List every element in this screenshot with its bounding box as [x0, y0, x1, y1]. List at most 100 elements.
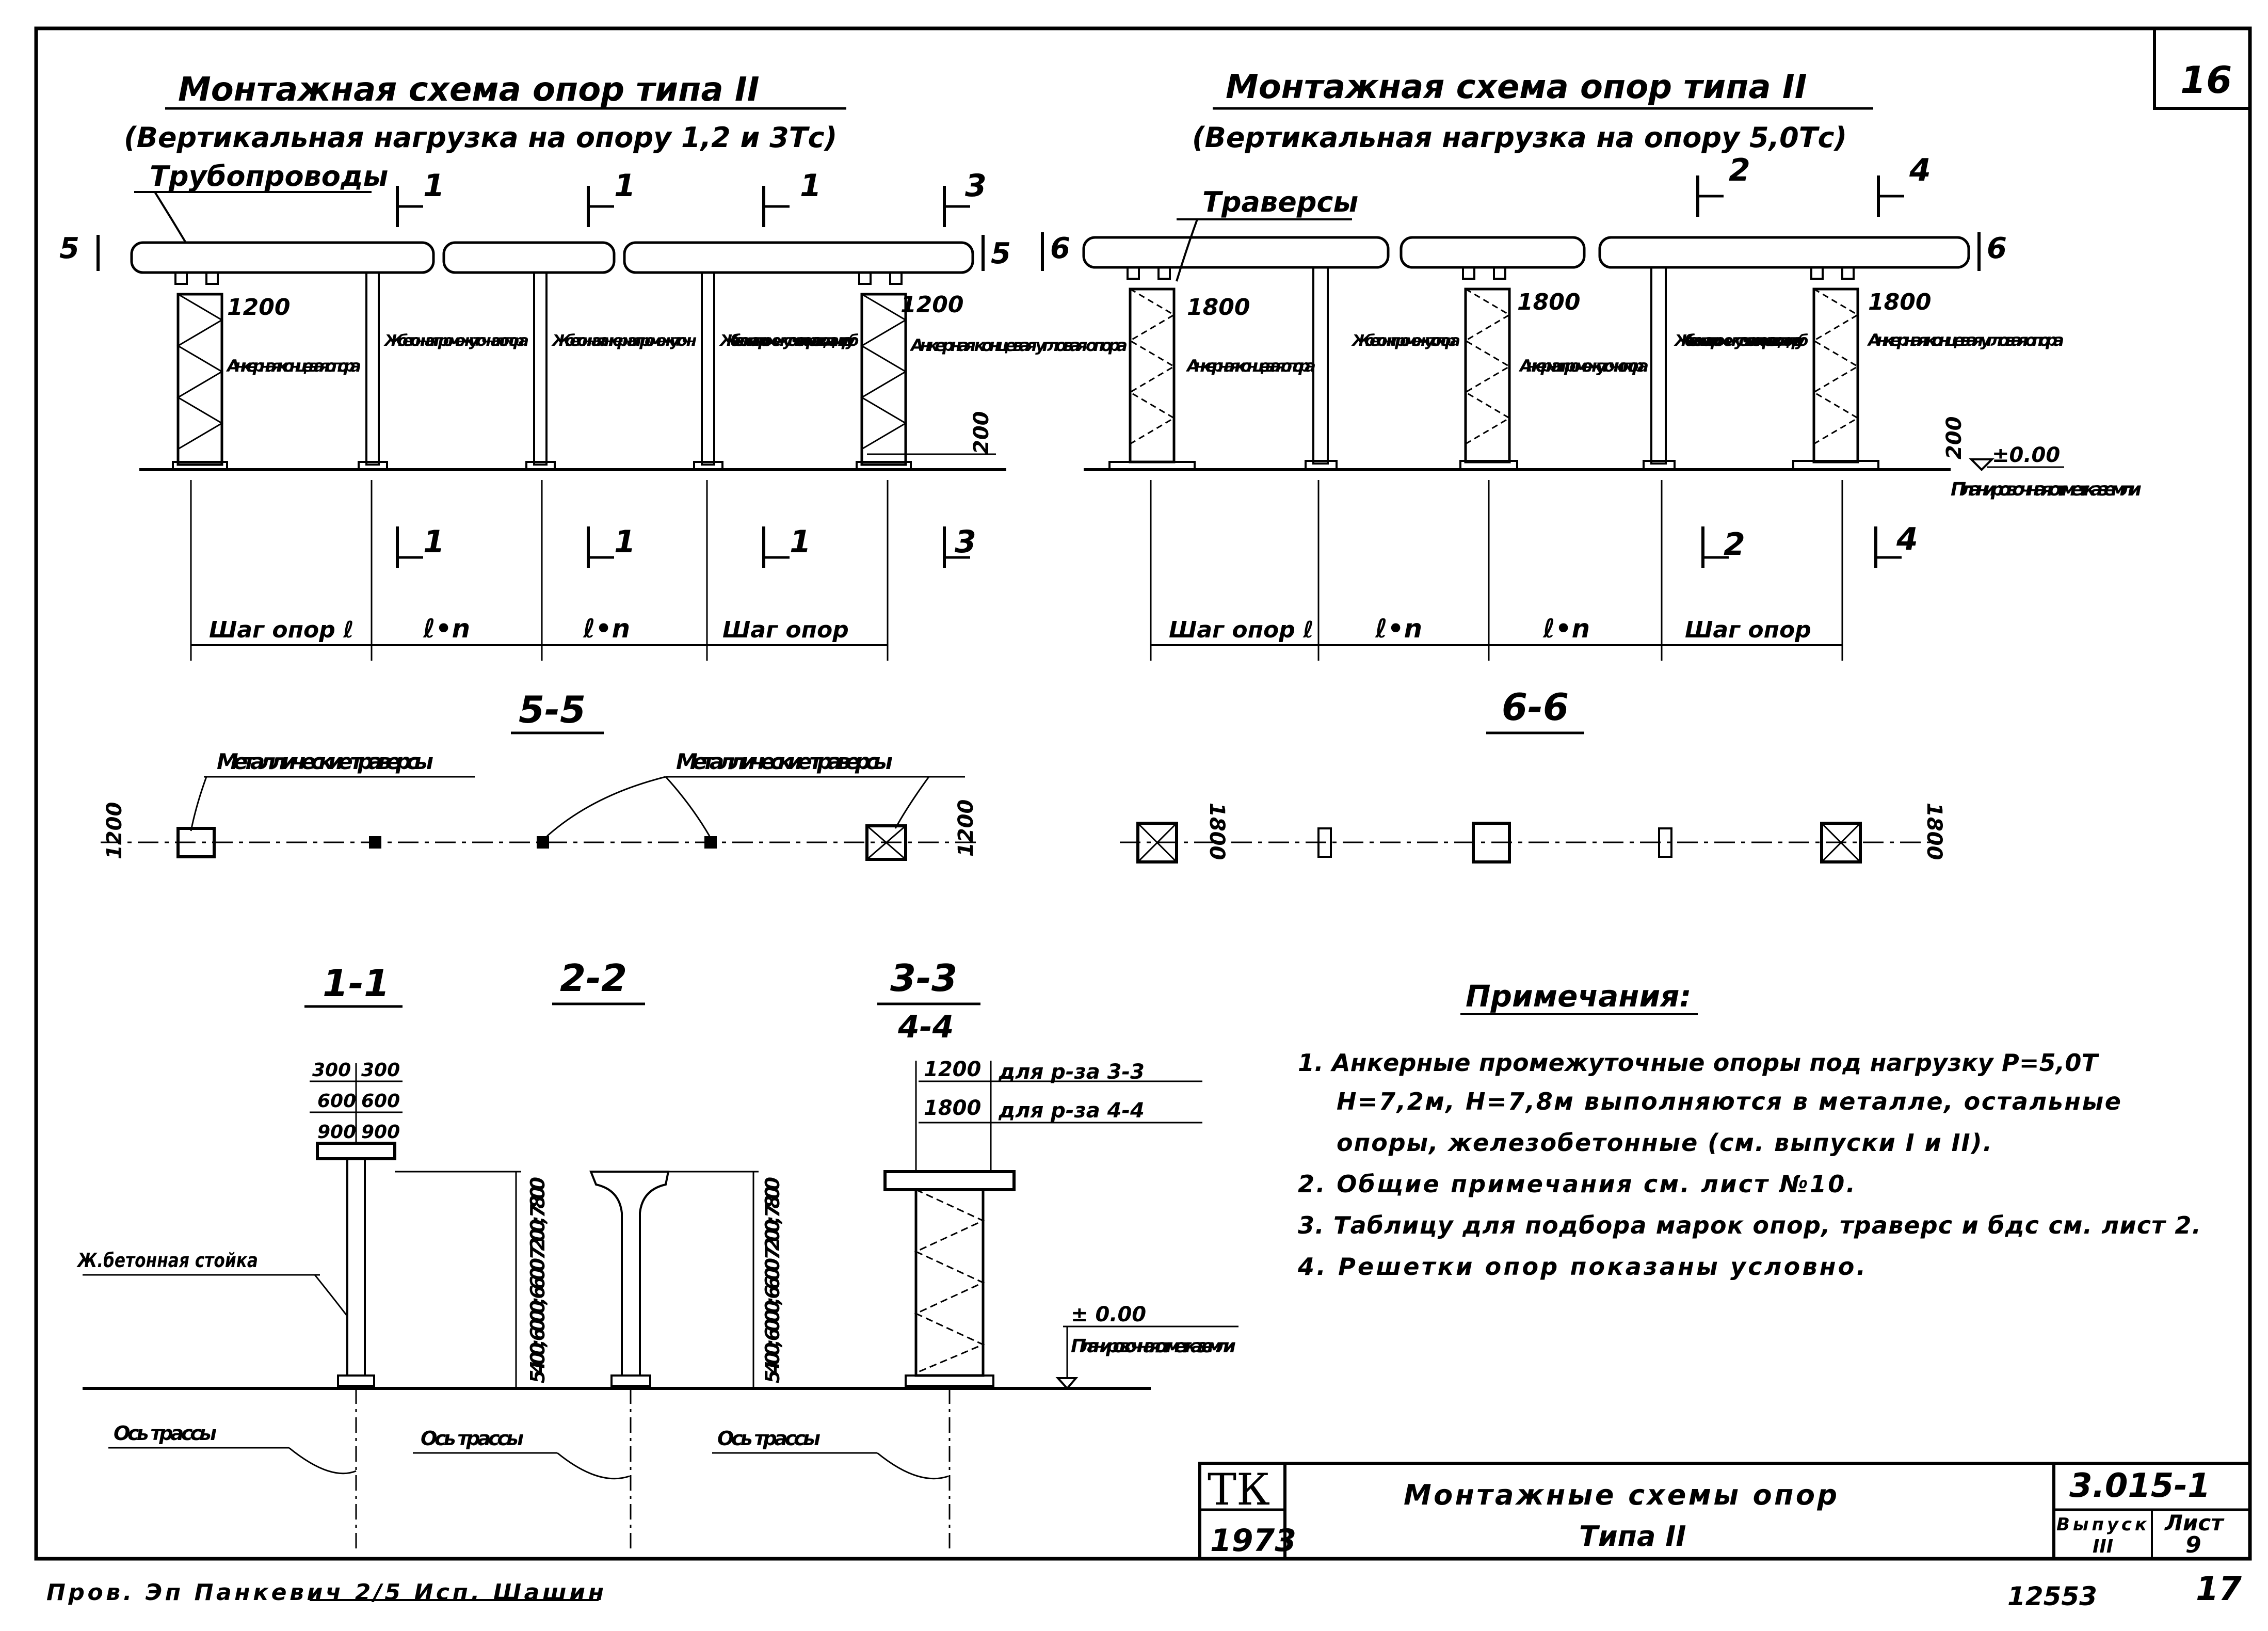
page-number: 16: [2180, 58, 2232, 102]
dim-1800: 1800: [1922, 803, 1946, 860]
pipe-segment: [130, 241, 435, 274]
dim-1800: 1800: [924, 1096, 981, 1120]
span-label: ℓ•n: [423, 614, 470, 644]
span-dimension: Шаг опор ℓ ℓ•n ℓ•n Шаг опор: [1150, 480, 1843, 661]
lattice-support: [1108, 266, 1196, 471]
section-mark: 4: [1896, 521, 1918, 557]
org-code: ТК: [1208, 1464, 1270, 1515]
ground-label: Планировочная отметка земли: [1071, 1336, 1236, 1357]
note-line: 4. Решетки опор показаны условно.: [1297, 1253, 1865, 1281]
support-label: Анкерная концевая опора: [1185, 356, 1316, 376]
section-marks-bottom: 2 4: [1701, 521, 1918, 568]
page-number-box: 16: [2153, 28, 2250, 110]
section-mark: 3: [965, 168, 987, 204]
section-mark: 1: [800, 168, 822, 204]
end-mark-right: 5: [991, 237, 1011, 270]
top-left-scheme: Монтажная схема опор типа II (Вертикальн…: [59, 71, 1128, 661]
lattice-support: [172, 271, 228, 471]
section-mark: 2: [1724, 526, 1745, 563]
section-title: 1-1: [323, 962, 390, 1005]
section-mark: 1: [790, 524, 811, 560]
support-label: Ж.бетонная промежуточ-ная опора с отводо…: [1674, 332, 1809, 350]
height-values: 5400; 6000; 6600 7200; 7800: [761, 1177, 784, 1383]
width-value: 900: [317, 1122, 356, 1143]
section-mark: 1: [614, 524, 636, 560]
section-3-3: 3-3 4-4 1200 для р-за 3-3 1800 для р-за …: [702, 956, 1238, 1548]
title-block: ТК 1973 Монтажные схемы опор Типа II 3.0…: [1198, 1462, 2251, 1560]
span-label: ℓ•n: [1375, 614, 1422, 644]
title-line-1: Монтажные схемы опор: [1404, 1479, 1837, 1511]
concrete-column: [525, 271, 556, 471]
sheet-label: Лист: [2164, 1510, 2225, 1536]
section-marks-bottom: 1 1 1 3: [396, 524, 976, 568]
dim-1800: 1800: [1205, 803, 1229, 860]
section-subtitle: 4-4: [897, 1009, 954, 1045]
span-dimension: Шаг опор ℓ ℓ•n ℓ•n Шаг опор: [190, 480, 889, 661]
section-mark: 2: [1729, 152, 1750, 188]
support-label: Ж.бетонн промежут. опора: [1351, 332, 1460, 350]
section-5-5: 5-5 Металлические траверсы Металлические…: [101, 688, 980, 861]
traverse-label: Металлические траверсы: [217, 749, 433, 774]
lattice-support: [1792, 266, 1879, 471]
end-mark-left: 6: [1050, 232, 1070, 265]
level-mark: ± 0.00: [1071, 1303, 1146, 1326]
support-label: Анкерная концевая опора: [226, 356, 361, 376]
concrete-column: [358, 271, 388, 471]
dim-200: 200: [970, 411, 993, 455]
note-line: 1. Анкерные промежуточные опоры под нагр…: [1298, 1049, 2100, 1077]
top-right-subtitle: (Вертикальная нагрузка на опору 5,0Тс): [1192, 121, 1847, 154]
note-line: 3. Таблицу для подбора марок опор, траве…: [1298, 1211, 2201, 1239]
section-title: 6-6: [1502, 685, 1569, 729]
section-title: 2-2: [560, 956, 627, 1000]
support-labels: Анкерная концевая опора Ж.бетонная проме…: [226, 332, 1128, 376]
lattice-support: [856, 271, 912, 471]
span-label: ℓ•n: [1542, 614, 1590, 644]
note-line: 2. Общие примечания см. лист №10.: [1298, 1170, 1855, 1198]
dim-1800: 1800: [1517, 289, 1580, 315]
support-label: Ж.бетонная промежуточная опора: [383, 332, 529, 350]
bottom-page-number: 17: [2196, 1570, 2242, 1608]
support-label: Ж.бетонная промежуточн. опора с отводами…: [719, 332, 859, 350]
notes: Примечания: 1. Анкерные промежуточные оп…: [1297, 979, 2201, 1281]
width-value: 600: [317, 1091, 356, 1112]
traverse-label: Металлические траверсы: [676, 749, 893, 774]
archive-number: 12553: [2007, 1581, 2097, 1611]
issue-value: III: [2093, 1536, 2113, 1557]
section-title: 3-3: [890, 956, 957, 1000]
lattice-support: [1459, 266, 1518, 471]
dim-200: 200: [1942, 417, 1966, 460]
issue-label: Выпуск: [2056, 1514, 2147, 1535]
support-labels: Анкерная концевая опора Ж.бетонн промежу…: [1185, 330, 2064, 376]
span-label: Шаг опор ℓ: [1169, 617, 1314, 643]
sheet-value: 9: [2185, 1532, 2201, 1558]
span-label: ℓ•n: [583, 614, 630, 644]
dim-1200: 1200: [227, 294, 290, 321]
section-1-1: 1-1 300 300 600 600 900 900 5400; 6000; …: [76, 962, 635, 1548]
section-title: 5-5: [519, 688, 586, 731]
end-mark-left: 5: [59, 232, 79, 265]
dim-1200: 1200: [954, 799, 978, 857]
ground-label: Планировочная отметка земли: [1951, 479, 2142, 500]
dim-1800: 1800: [1868, 289, 1931, 315]
section-mark: 1: [423, 168, 445, 204]
support-label: Анкерная концевая угловая опора: [909, 335, 1128, 355]
dim-1200: 1200: [900, 292, 963, 318]
axis-label: Ось трассы: [421, 1427, 524, 1450]
end-mark-right: 6: [1987, 232, 2007, 265]
column-label: Ж.бетонная стойка: [76, 1249, 258, 1272]
pipe-segment: [442, 241, 616, 274]
height-values: 5400; 6000; 6600 7200; 7800: [526, 1177, 549, 1383]
signatures: Пров. Эп Панкевич 2/5 Исп. Шашин: [46, 1579, 604, 1606]
level-mark: ±0.00: [1992, 443, 2060, 467]
section-marks-top: 1 1 1 3: [396, 168, 987, 227]
top-left-title: Монтажная схема опор типа II: [178, 71, 760, 109]
row-text: для р-за 4-4: [998, 1099, 1145, 1123]
notes-title: Примечания:: [1466, 979, 1692, 1014]
support-label: Анкерная концевая угловая опора: [1867, 330, 2064, 350]
width-value: 300: [312, 1060, 351, 1081]
dim-1800: 1800: [1187, 294, 1250, 321]
pipe-segment: [623, 241, 974, 274]
width-value: 300: [361, 1060, 400, 1081]
pipe-segment: [1082, 236, 1390, 269]
